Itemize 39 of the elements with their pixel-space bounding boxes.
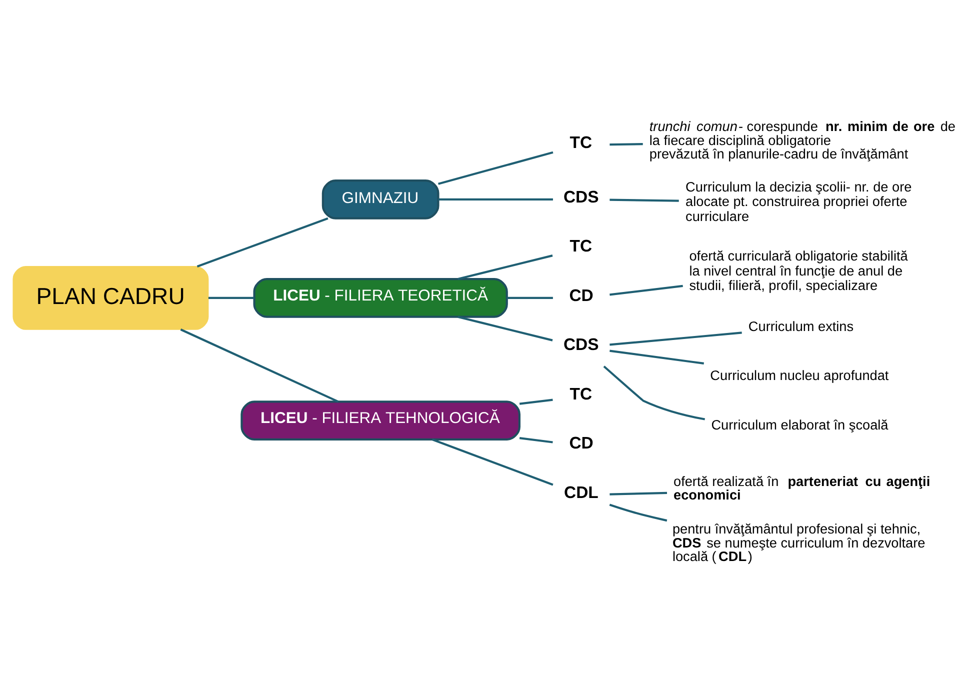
node-box: PLAN CADRU [12, 265, 208, 330]
connector [609, 491, 667, 495]
connector [609, 142, 642, 146]
connector [608, 503, 667, 522]
node-text: ofertă curriculară obligatorie stabilită la nivel central în funcţie de anul de studii, filieră, profil, specializare [688, 248, 908, 292]
connector [438, 198, 552, 200]
node-box: GIMNAZIU [321, 179, 439, 219]
node-text: ofertă realizată în parteneriat cu agenţii economici [673, 473, 930, 502]
connector [457, 254, 552, 280]
connector [602, 365, 705, 420]
connector [438, 150, 553, 184]
connector [457, 315, 552, 341]
connector [609, 331, 742, 346]
node-text: CDS [562, 186, 598, 206]
connector [518, 436, 552, 443]
node-text: CDS [562, 334, 598, 354]
connector [609, 284, 682, 296]
node-text: Curriculum elaborat în şcoală [710, 416, 888, 432]
connector [506, 296, 552, 298]
node-text: TC [569, 236, 592, 256]
connector [609, 349, 704, 364]
connector [196, 216, 328, 267]
connector [609, 198, 678, 202]
connector [518, 398, 552, 404]
node-text: Curriculum la decizia şcolii- nr. de ore alocate pt. construirea propriei oferte curriculare [685, 178, 912, 224]
node-box: LICEU - FILIERA TEORETICĂ [252, 278, 508, 318]
connector [180, 328, 338, 402]
node-text: trunchi comun- corespunde nr. minim de ore de la fiecare disciplină obligatorie prevăzută în planurile-cadru de învăţământ [648, 118, 955, 161]
node-text: Curriculum extins [748, 318, 854, 334]
node-text: TC [569, 132, 592, 152]
node-text: Curriculum nucleu aprofundat [710, 368, 888, 383]
node-text: TC [569, 384, 592, 403]
node-box: LICEU - FILIERA TEHNOLOGICĂ [240, 400, 520, 440]
node-text: CD [568, 285, 593, 304]
node-text: CD [568, 433, 593, 452]
connector [431, 438, 553, 486]
connector [208, 296, 254, 298]
node-text: pentru învăţământul profesional şi tehnic, CDS se numeşte curriculum în dezvoltare locală (CDL) [672, 521, 925, 564]
node-text: CDL [563, 482, 598, 502]
